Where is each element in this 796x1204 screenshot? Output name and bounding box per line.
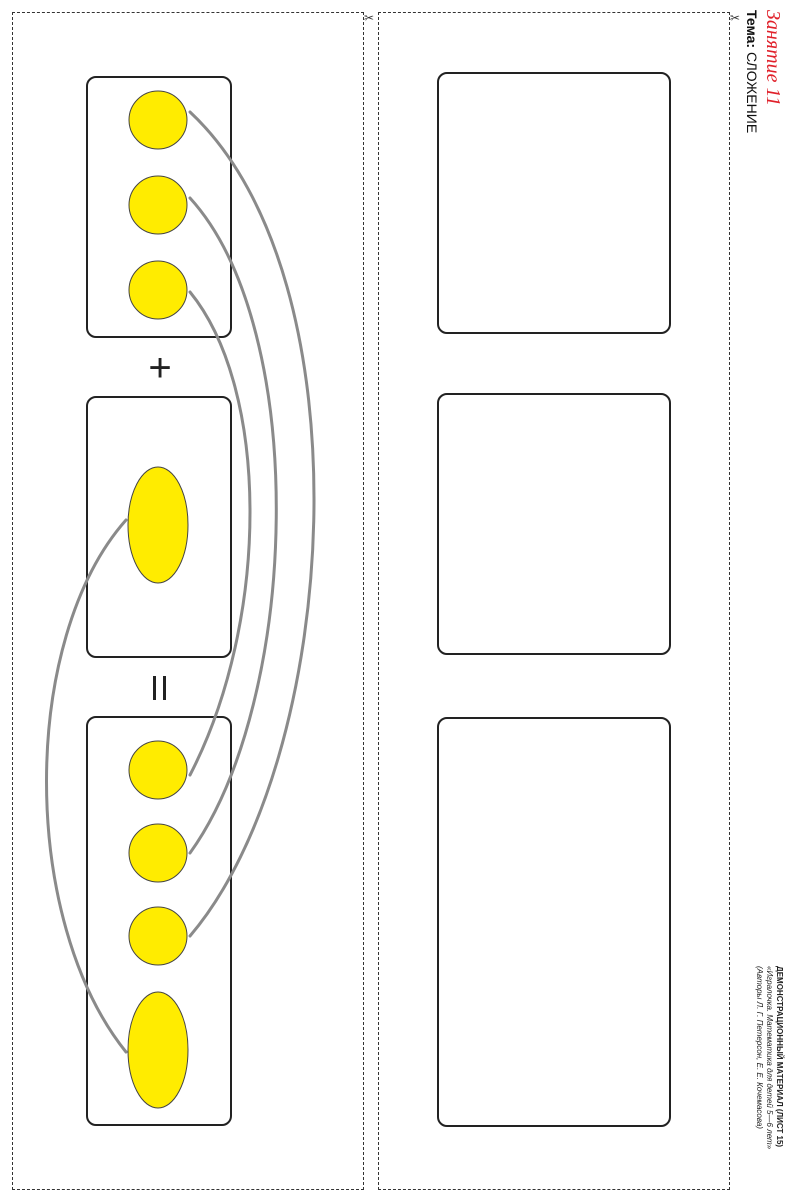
equals-sign-rotated — [153, 676, 166, 700]
scissors-icon: ✂ — [730, 11, 741, 25]
circle-top-1 — [128, 90, 188, 150]
credit-block: ДЕМОНСТРАЦИОННЫЙ МАТЕРИАЛ (ЛИСТ 15) «Игр… — [754, 966, 784, 1149]
connector-1 — [188, 110, 316, 938]
blank-card-2 — [437, 393, 671, 655]
topic-label: Тема: — [744, 10, 760, 49]
connector-3 — [188, 290, 252, 777]
plus-sign: + — [148, 346, 172, 390]
circle-sum-3 — [128, 906, 188, 966]
connector-4 — [45, 518, 128, 1054]
blank-card-3 — [437, 717, 671, 1127]
scissors-icon: ✂ — [364, 11, 375, 25]
circle-top-2 — [128, 175, 188, 235]
oval-sum — [127, 991, 189, 1109]
credit-line-2: «Игралочка. Математика для детей 5—6 лет… — [765, 966, 774, 1150]
topic-value: СЛОЖЕНИЕ — [744, 51, 760, 134]
circle-sum-1 — [128, 740, 188, 800]
connector-2 — [188, 196, 278, 855]
credit-line-3: (Авторы Л. Г. Петерсон, Е. Е. Кочемасова… — [755, 966, 764, 1129]
left-cut-strip — [12, 12, 364, 1190]
topic-line: Тема: СЛОЖЕНИЕ — [744, 10, 760, 133]
blank-card-1 — [437, 72, 671, 334]
lesson-title: Занятие 11 — [762, 10, 784, 106]
circle-sum-2 — [128, 823, 188, 883]
oval-middle — [127, 466, 189, 584]
right-cut-strip — [378, 12, 730, 1190]
circle-top-3 — [128, 260, 188, 320]
credit-line-1: ДЕМОНСТРАЦИОННЫЙ МАТЕРИАЛ (ЛИСТ 15) — [775, 966, 784, 1148]
equals-sign — [130, 668, 190, 715]
